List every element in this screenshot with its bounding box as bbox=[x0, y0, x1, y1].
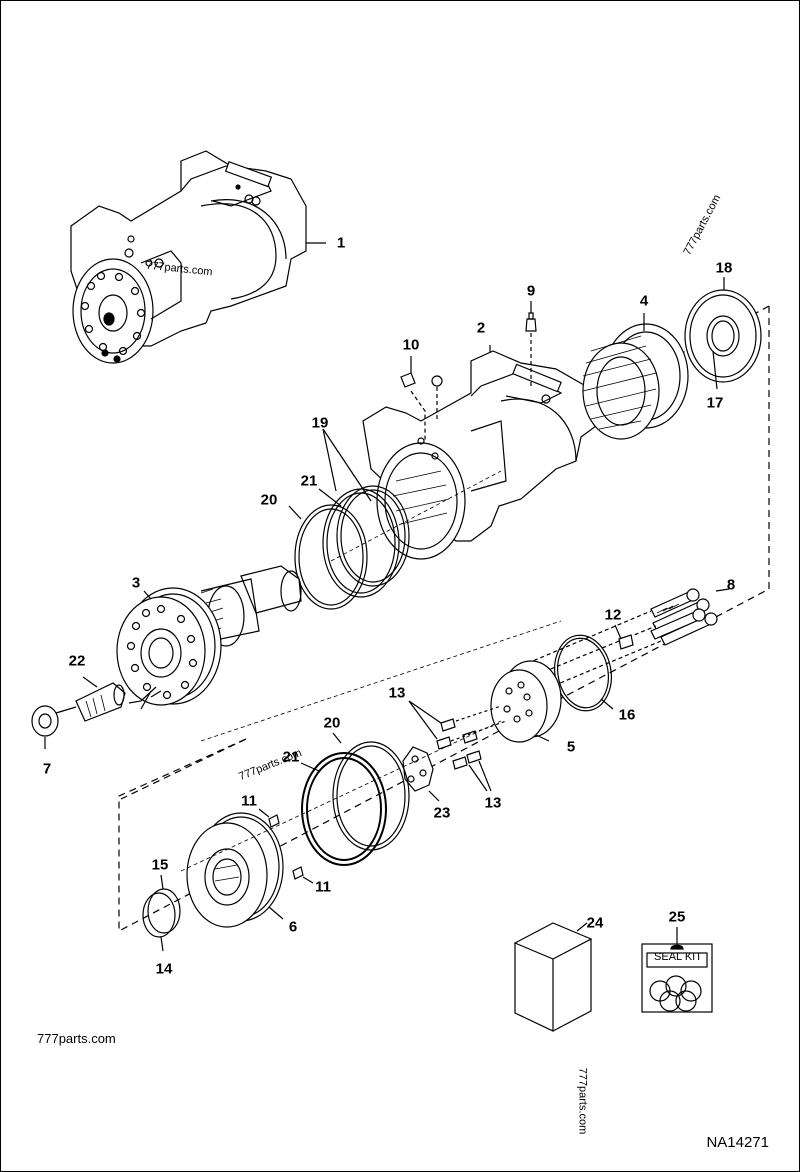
part-15-14-retaining-rings bbox=[142, 874, 181, 952]
part-12-dowel bbox=[614, 624, 634, 650]
callout-17: 17 bbox=[706, 394, 724, 412]
drawing-number: NA14271 bbox=[706, 1134, 769, 1151]
callout-10: 10 bbox=[402, 336, 420, 354]
part-25-seal-kit-card bbox=[641, 927, 713, 1013]
callout-23: 23 bbox=[433, 804, 451, 822]
part-6-end-cover bbox=[186, 812, 284, 928]
part-19-20-21-seal-rings bbox=[288, 428, 410, 610]
callout-1: 1 bbox=[336, 234, 346, 252]
part-18-thrust-ring bbox=[684, 277, 762, 390]
part-3-motor-hub bbox=[116, 565, 302, 710]
callout-20-upper: 20 bbox=[260, 491, 278, 509]
callout-15: 15 bbox=[151, 856, 169, 874]
watermark-4: 777parts.com bbox=[37, 1031, 116, 1046]
callout-21-upper: 21 bbox=[300, 472, 318, 490]
callout-4: 4 bbox=[639, 292, 649, 310]
callout-2: 2 bbox=[476, 319, 486, 337]
callout-5: 5 bbox=[566, 738, 576, 756]
seal-kit-label: SEAL KIT bbox=[654, 951, 702, 963]
callout-11-lower: 11 bbox=[315, 878, 331, 896]
part-22-valve bbox=[75, 676, 126, 722]
part-4-ring-gear bbox=[582, 313, 689, 440]
callout-18: 18 bbox=[715, 259, 733, 277]
part-8-bolts bbox=[520, 588, 730, 692]
part-23-star-plate bbox=[402, 746, 440, 802]
callout-9: 9 bbox=[526, 282, 536, 300]
callout-14: 14 bbox=[155, 960, 173, 978]
watermark-5: 777parts.com bbox=[576, 1067, 589, 1135]
callout-25: 25 bbox=[668, 908, 686, 926]
part-10-fitting bbox=[400, 356, 443, 441]
callout-8: 8 bbox=[726, 576, 736, 594]
part-9-grease-fitting bbox=[525, 301, 537, 386]
part-20-21-lower-rings bbox=[300, 732, 410, 866]
callout-19: 19 bbox=[311, 414, 329, 432]
callout-7: 7 bbox=[42, 760, 52, 778]
part-13-pins bbox=[408, 700, 507, 792]
callout-16: 16 bbox=[618, 706, 636, 724]
callout-24: 24 bbox=[586, 914, 604, 932]
callout-6: 6 bbox=[288, 918, 298, 936]
callout-12: 12 bbox=[604, 606, 622, 624]
callout-22: 22 bbox=[68, 652, 86, 670]
part-5-valve-plate bbox=[490, 660, 562, 743]
callout-20-lower: 20 bbox=[323, 714, 341, 732]
part-1-drive-motor-assembly bbox=[70, 150, 326, 364]
part-2-housing bbox=[362, 345, 597, 560]
callout-21-lower: 21 bbox=[282, 748, 300, 766]
part-24-box bbox=[513, 922, 593, 1032]
part-11-screws bbox=[258, 808, 314, 884]
callout-11-upper: 11 bbox=[241, 792, 257, 810]
callout-3: 3 bbox=[131, 574, 141, 592]
callout-13-upper: 13 bbox=[388, 684, 406, 702]
callout-13-lower: 13 bbox=[484, 794, 502, 812]
part-7-plug bbox=[31, 705, 77, 749]
